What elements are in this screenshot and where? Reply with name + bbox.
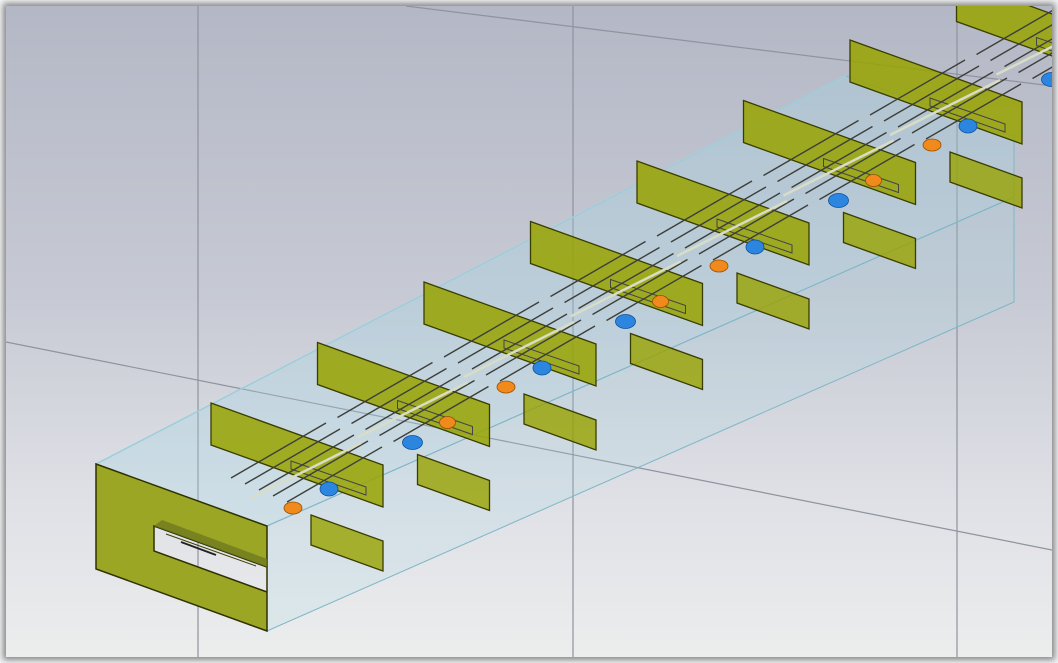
trace-line (365, 373, 461, 431)
trace-line (1032, 66, 1052, 80)
port-blue (1041, 72, 1052, 87)
trace-line (499, 325, 596, 382)
port-orange (865, 174, 882, 187)
trace-line (990, 24, 1052, 62)
port-blue (532, 360, 552, 376)
port-orange (283, 501, 303, 515)
trace-line (230, 422, 327, 479)
trace-line (684, 192, 781, 249)
trace-line (869, 59, 966, 116)
stub-outline (716, 218, 793, 254)
port-blue (828, 193, 849, 208)
port-blue (958, 118, 978, 134)
trace-line (805, 137, 901, 195)
trace-line (485, 319, 582, 376)
structure-render (6, 6, 1052, 657)
port-blue (745, 239, 765, 255)
substrate-panel-bottom (416, 453, 491, 512)
port-orange (922, 138, 942, 152)
port-blue (319, 481, 339, 497)
trace-line (1018, 52, 1052, 74)
substrate-panel-bottom (842, 211, 917, 270)
trace-line (606, 264, 702, 322)
trace-line (712, 204, 809, 261)
center-trace (356, 381, 469, 439)
port-blue (402, 435, 423, 450)
port-orange (652, 295, 669, 308)
trace-line (379, 379, 475, 437)
port-end-face (95, 462, 268, 633)
trace-line (976, 9, 1052, 56)
trace-line (883, 65, 980, 122)
stub-outline (290, 460, 367, 496)
trace-line (272, 440, 369, 497)
trace-line (258, 434, 355, 491)
port-orange (496, 380, 516, 394)
center-trace (463, 320, 575, 379)
trace-line (698, 198, 795, 255)
center-trace (995, 45, 1052, 76)
trace-line (656, 180, 753, 237)
trace-line (911, 77, 1008, 134)
trace-line (393, 385, 489, 443)
trace-line (337, 361, 433, 419)
trace-line (819, 143, 915, 201)
substrate-panel-bottom (523, 393, 597, 451)
trace-line (351, 367, 447, 425)
trace-line (1004, 38, 1052, 68)
trace-line (592, 258, 688, 316)
center-trace (569, 260, 682, 318)
port-orange (709, 259, 729, 273)
trace-line (897, 71, 994, 128)
stub-outline (1036, 36, 1052, 52)
trace-line (471, 313, 568, 370)
trace-line (443, 301, 540, 358)
substrate-panel-bottom (310, 514, 384, 572)
center-trace (889, 78, 1001, 137)
substrate-panel-bottom (949, 151, 1023, 209)
center-trace (782, 139, 895, 197)
3d-viewport[interactable] (6, 6, 1052, 657)
trace-line (457, 307, 554, 364)
trace-line (925, 83, 1022, 140)
substrate-panel-bottom (629, 332, 704, 391)
trace-line (286, 446, 383, 503)
trace-line (550, 240, 646, 298)
trace-line (564, 246, 660, 304)
trace-line (670, 186, 767, 243)
substrate-panel-top (955, 6, 1052, 57)
stub-outline (503, 339, 580, 375)
trace-line (791, 131, 887, 189)
port-orange (439, 416, 456, 429)
substrate-panel-top (423, 281, 597, 387)
trace-line (777, 125, 873, 183)
trace-line (244, 428, 341, 485)
substrate-boards (210, 6, 1052, 572)
trace-line (763, 119, 859, 177)
substrate-panel-top (636, 160, 810, 266)
substrate-panel-top (849, 39, 1023, 145)
center-trace (676, 199, 788, 258)
port-blue (615, 314, 636, 329)
stub-outline (929, 97, 1006, 133)
substrate-panel-bottom (736, 272, 810, 330)
trace-line (578, 252, 674, 310)
substrate-panel-top (210, 402, 384, 508)
center-trace (250, 441, 362, 500)
